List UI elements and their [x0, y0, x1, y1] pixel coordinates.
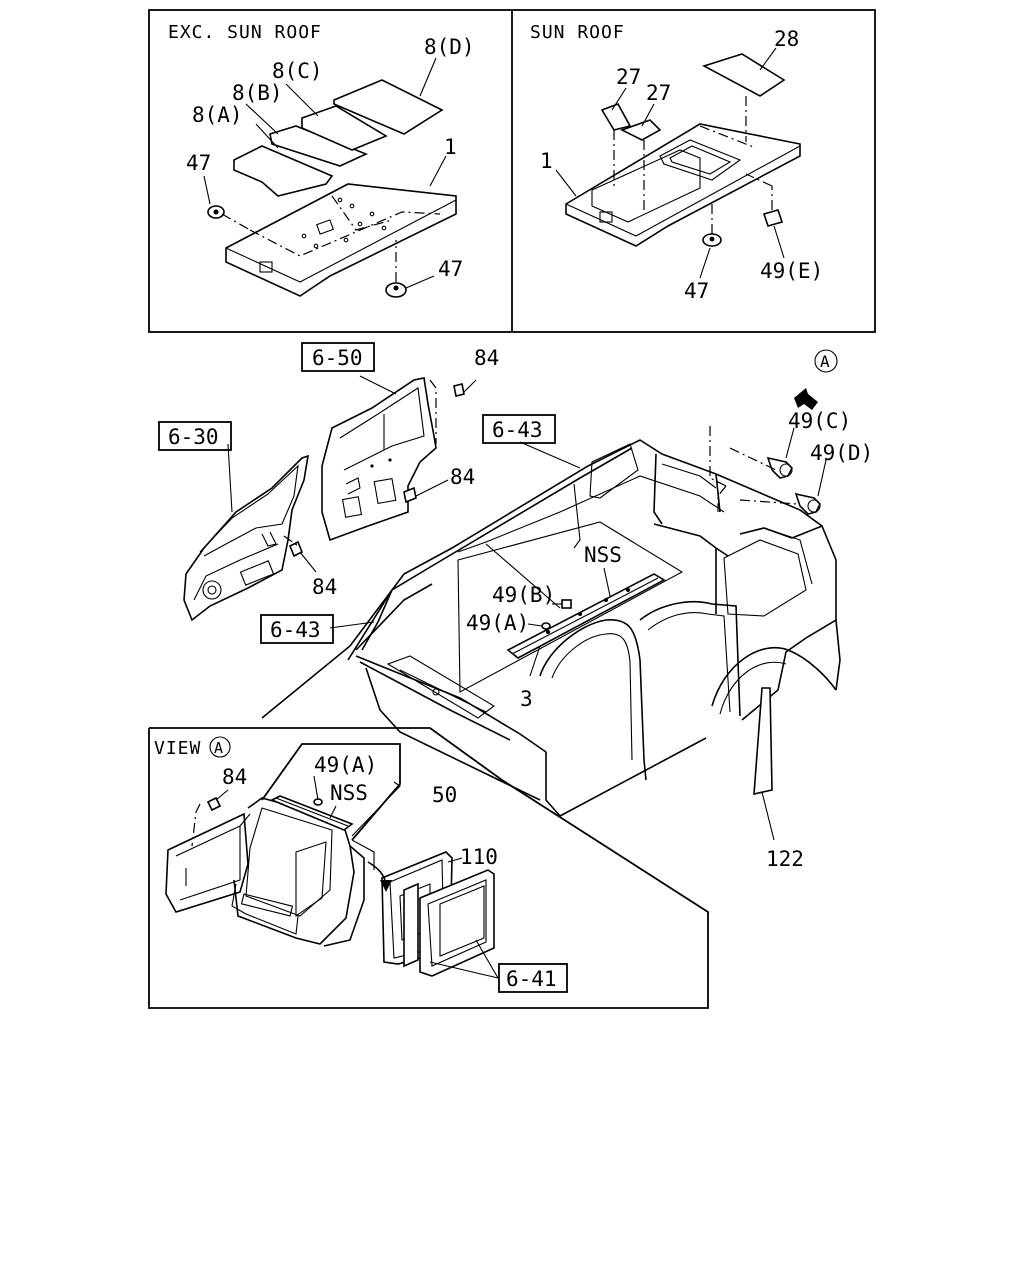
- callout-84-front: 84: [312, 575, 337, 599]
- clip-guide-lines: [709, 426, 799, 512]
- pad-8d: [333, 79, 444, 135]
- ref-6-43-upper: 6-43: [492, 418, 543, 442]
- window-install-arrow: [367, 861, 392, 892]
- clip-47-left-a: [207, 205, 251, 231]
- callout-49b: 49(B): [492, 583, 555, 607]
- callout-47-right: 47: [684, 279, 709, 303]
- pad-8c: [301, 105, 388, 151]
- ref-6-43-lower: 6-43: [270, 618, 321, 642]
- callout-122: 122: [766, 847, 804, 871]
- callout-110: 110: [460, 845, 498, 869]
- view-a-title: VIEW: [154, 738, 201, 759]
- headliner-panel-no-sunroof: [225, 183, 457, 297]
- view-a-pad-84: [191, 796, 222, 847]
- view-a-title-marker: [209, 736, 231, 758]
- leader-lines-main: [227, 375, 827, 841]
- clip-49a: [527, 622, 551, 630]
- callout-28: 28: [774, 27, 799, 51]
- view-a-vehicle-rear: [165, 795, 375, 947]
- callout-8c: 8(C): [272, 59, 323, 83]
- front-door-trim: [183, 454, 310, 622]
- leader-lines-view-a: [215, 775, 499, 979]
- view-a-title-letter: A: [214, 739, 223, 757]
- callout-49d: 49(D): [810, 441, 873, 465]
- callout-8b: 8(B): [232, 81, 283, 105]
- ref-6-30: 6-30: [168, 425, 219, 449]
- ref-box-6-41: [498, 963, 568, 993]
- callout-47-left-b: 47: [438, 257, 463, 281]
- callout-50: 50: [432, 783, 457, 807]
- callout-nss-view: NSS: [330, 781, 368, 805]
- panel-title-sun-roof: SUN ROOF: [530, 22, 625, 43]
- ref-box-6-43-lower: [260, 614, 334, 644]
- callout-47-left-a: 47: [186, 151, 211, 175]
- ref-box-6-30: [158, 421, 232, 451]
- pad-8b: [269, 125, 369, 167]
- ref-6-50: 6-50: [312, 346, 363, 370]
- ref-6-41: 6-41: [506, 967, 557, 991]
- pad-8a: [233, 145, 334, 197]
- callout-49e: 49(E): [760, 259, 823, 283]
- callout-1-left: 1: [444, 135, 457, 159]
- callout-27-b: 27: [646, 81, 671, 105]
- clip-49d: [794, 492, 821, 515]
- panel-title-exc-sun-roof: EXC. SUN ROOF: [168, 22, 322, 43]
- clip-47-left-b: [385, 240, 407, 298]
- callout-49a: 49(A): [466, 611, 529, 635]
- view-a-marker: A: [820, 352, 830, 371]
- callout-8a: 8(A): [192, 103, 243, 127]
- clip-49c: [766, 456, 793, 479]
- callout-1-right: 1: [540, 149, 553, 173]
- pad-84-front-door: [283, 535, 304, 558]
- view-a-panel-frame: [148, 727, 709, 1009]
- clip-49e: [745, 173, 784, 227]
- top-panels-frame: [148, 9, 876, 333]
- guide-lines-27: [613, 130, 645, 214]
- trim-27-b: [619, 119, 662, 141]
- vehicle-body-shell: [261, 439, 841, 817]
- trim-strip-122: [753, 687, 773, 796]
- pad-84-rear-door-lower: [403, 486, 417, 504]
- callout-49a-view: 49(A): [314, 753, 377, 777]
- leader-lines-left-panel: [203, 57, 447, 289]
- callout-27-a: 27: [616, 65, 641, 89]
- view-a-direction-arrow: [794, 349, 838, 410]
- clip-47-right: [702, 204, 722, 247]
- callout-nss: NSS: [584, 543, 622, 567]
- pad-84-rear-door-upper: [429, 379, 465, 444]
- callout-84-rear-lower: 84: [450, 465, 475, 489]
- leader-lines-right-panel: [555, 47, 785, 279]
- nss-rail-3: [506, 573, 666, 659]
- ref-box-50: [261, 743, 401, 841]
- quarter-window-frame-6-41: [403, 869, 495, 977]
- panel-28: [701, 53, 786, 142]
- callout-84-view: 84: [222, 765, 247, 789]
- trim-27-a: [600, 103, 632, 131]
- clip-49b: [552, 599, 572, 609]
- rear-door-trim: [321, 377, 437, 542]
- callout-84-rear-upper: 84: [474, 346, 499, 370]
- ref-box-6-50: [301, 342, 375, 372]
- callout-8d: 8(D): [424, 35, 475, 59]
- callout-3: 3: [520, 687, 533, 711]
- callout-49c: 49(C): [788, 409, 851, 433]
- headliner-panel-sunroof: [565, 123, 801, 247]
- ref-box-6-43-upper: [482, 414, 556, 444]
